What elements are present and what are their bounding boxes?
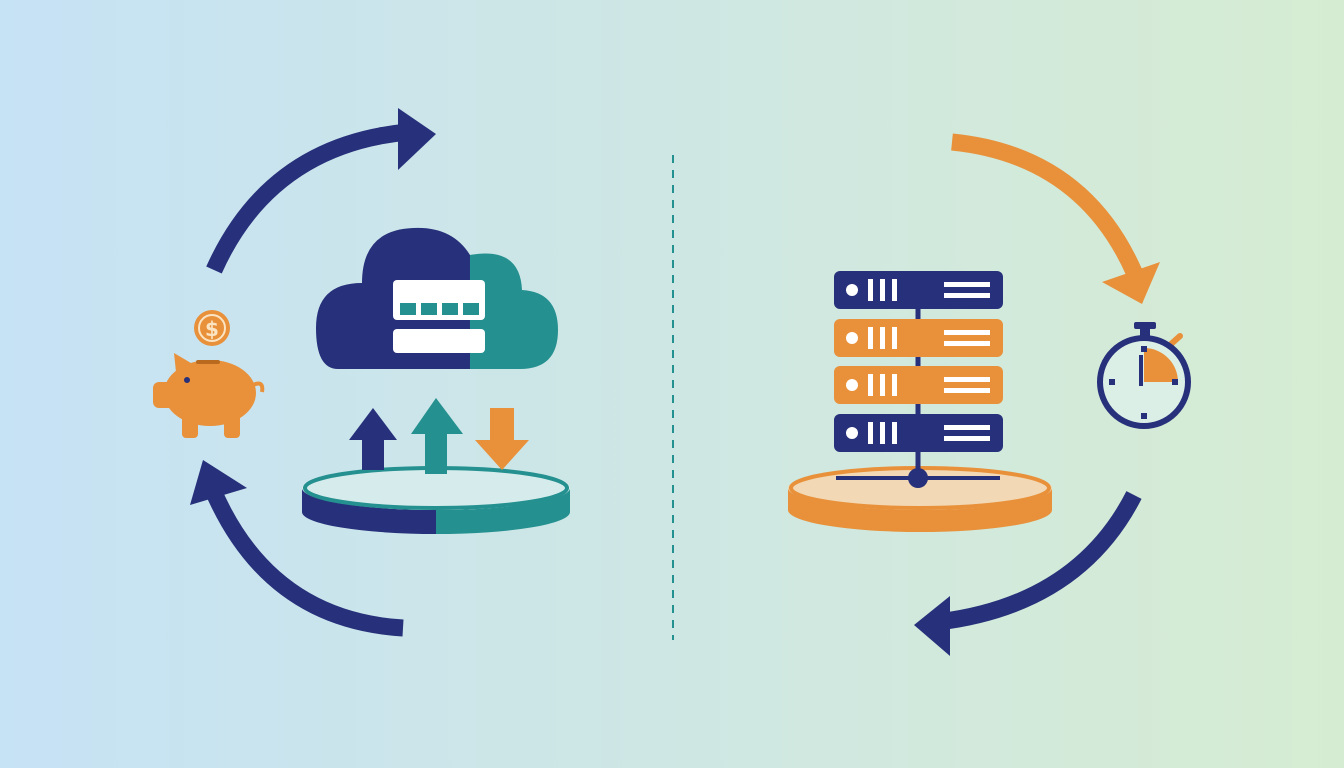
server-rack-icon [834, 271, 1003, 452]
cloud-server-panels [393, 280, 485, 353]
cycle-arrow-top-right [951, 133, 1160, 304]
coin-symbol: $ [205, 317, 219, 341]
server-unit-4 [834, 414, 1003, 452]
cycle-arrow-top-left [206, 108, 436, 274]
piggy-bank-icon [153, 353, 265, 438]
upload-arrow-icon-navy [349, 408, 397, 470]
server-unit-1 [834, 271, 1003, 309]
server-unit-3 [834, 366, 1003, 404]
server-base-node [908, 468, 928, 488]
left-panel: $ [153, 108, 570, 637]
upload-arrow-icon-teal [411, 398, 463, 474]
stopwatch-icon [1097, 322, 1191, 429]
coin-icon: $ [194, 310, 230, 346]
cycle-arrow-bottom-left [190, 460, 404, 637]
storage-platform-icon-left [302, 466, 570, 534]
download-arrow-icon [475, 408, 529, 470]
right-panel [788, 133, 1191, 656]
cycle-arrow-bottom-right [914, 491, 1142, 656]
server-unit-2 [834, 319, 1003, 357]
